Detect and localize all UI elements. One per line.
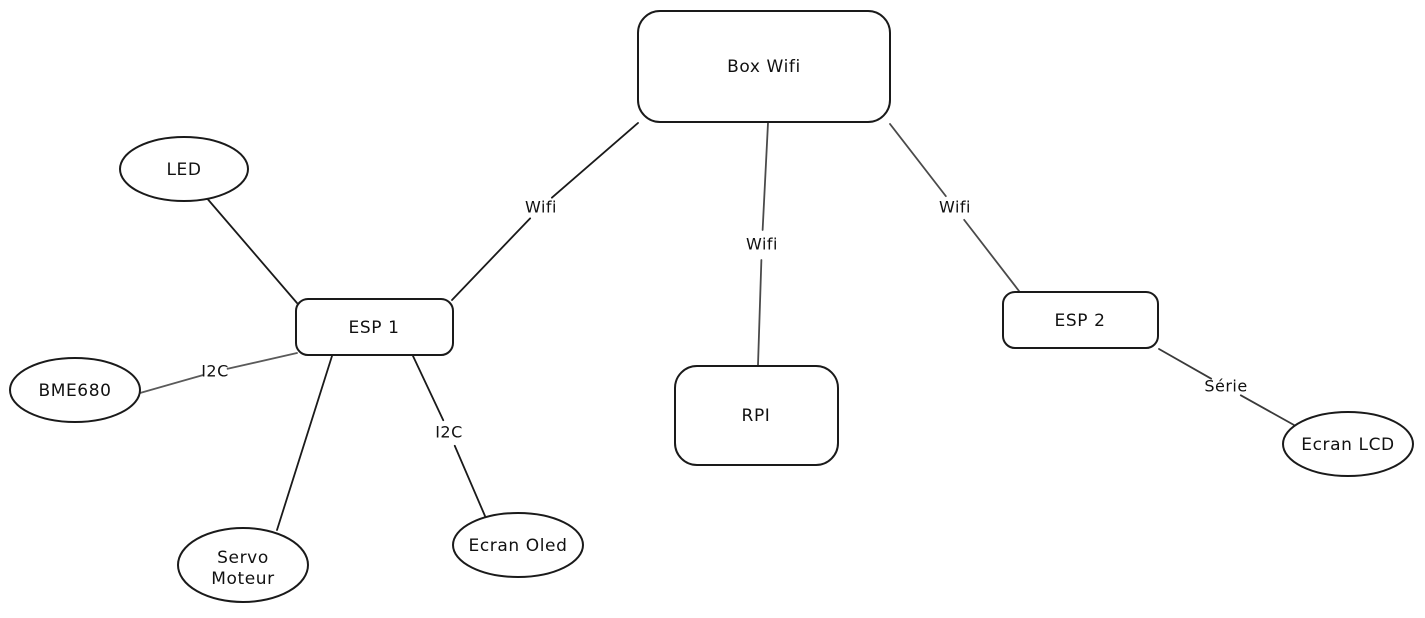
edge-segment	[204, 195, 298, 304]
node-led[interactable]: LED	[119, 136, 249, 202]
edge-label-wifi: Wifi	[746, 235, 778, 254]
edge-led-to-esp-1	[204, 195, 298, 304]
edge-segment	[757, 259, 763, 366]
edge-esp-2-to-ecran-lcd	[1158, 348, 1295, 426]
edge-segment	[889, 123, 947, 198]
node-rpi[interactable]: RPI	[674, 365, 839, 466]
node-esp-1[interactable]: ESP 1	[295, 298, 454, 356]
edge-box-wifi-to-esp-1	[451, 122, 639, 301]
edge-segment	[226, 352, 298, 370]
node-label-line: Servo	[217, 548, 269, 568]
node-shape-ellipse[interactable]	[452, 512, 584, 578]
edge-box-wifi-to-esp-2	[889, 123, 1020, 292]
edge-segment	[276, 355, 333, 531]
node-shape-rounded-rect[interactable]	[295, 298, 454, 356]
edges-layer	[139, 122, 1295, 531]
edge-bme680-to-esp-1	[139, 352, 298, 394]
node-ecran-oled[interactable]: Ecran Oled	[452, 512, 584, 578]
node-label-box-wifi: Box Wifi	[727, 57, 801, 77]
edge-segment	[1239, 394, 1295, 426]
edge-esp-1-to-servo-moteur	[276, 355, 333, 531]
node-box-wifi[interactable]: Box Wifi	[637, 10, 891, 123]
node-label-esp-2: ESP 2	[1054, 311, 1105, 331]
node-label-ecran-lcd: Ecran LCD	[1301, 435, 1395, 455]
edge-label-s-rie: Série	[1204, 377, 1247, 396]
edge-label-i2c: I2C	[435, 423, 463, 442]
node-shape-ellipse[interactable]	[9, 357, 141, 423]
edge-label-wifi: Wifi	[939, 198, 971, 217]
node-label-ecran-oled: Ecran Oled	[468, 536, 567, 556]
edge-segment	[550, 122, 639, 199]
edge-segment	[453, 444, 486, 517]
node-label-bme680: BME680	[38, 381, 111, 401]
edge-segment	[761, 122, 769, 231]
edge-segment	[1158, 348, 1213, 380]
edge-segment	[412, 355, 445, 422]
edge-label-wifi: Wifi	[525, 198, 557, 217]
node-label-esp-1: ESP 1	[348, 318, 399, 338]
node-label-led: LED	[166, 160, 201, 180]
node-label-rpi: RPI	[742, 406, 771, 426]
node-shape-rounded-rect[interactable]	[637, 10, 891, 123]
edge-segment	[963, 218, 1020, 292]
node-shape-rounded-rect[interactable]	[1002, 291, 1159, 349]
node-label-line: Moteur	[211, 569, 275, 589]
node-shape-ellipse[interactable]	[177, 527, 309, 603]
node-esp-2[interactable]: ESP 2	[1002, 291, 1159, 349]
node-bme680[interactable]: BME680	[9, 357, 141, 423]
edge-label-i2c: I2C	[201, 362, 229, 381]
node-shape-ellipse[interactable]	[119, 136, 249, 202]
edge-segment	[139, 374, 204, 394]
node-shape-ellipse[interactable]	[1282, 411, 1414, 477]
edge-esp-1-to-ecran-oled	[412, 355, 486, 517]
node-ecran-lcd[interactable]: Ecran LCD	[1282, 411, 1414, 477]
node-shape-rounded-rect[interactable]	[674, 365, 839, 466]
edge-segment	[451, 217, 532, 301]
edge-box-wifi-to-rpi	[757, 122, 769, 366]
